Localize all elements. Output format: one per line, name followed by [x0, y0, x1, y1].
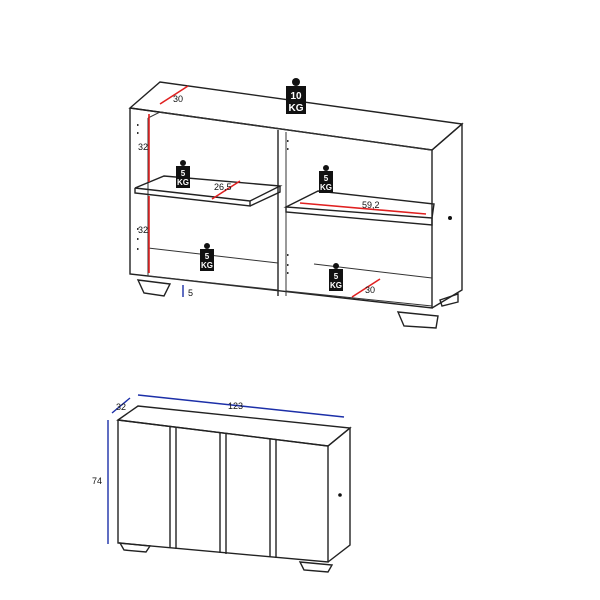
leg-front-right	[396, 311, 439, 329]
dim-depth-label: 32	[116, 402, 126, 412]
weight-right-lower-5kg: 5 KG	[329, 263, 343, 291]
dim-height-lower-label: 32	[138, 225, 148, 235]
left-bottom-line	[147, 275, 279, 291]
leg-back-right	[439, 293, 459, 307]
dim-shelf-width-label: 59,2	[362, 200, 380, 210]
door-cabinet-leg-right	[298, 561, 334, 573]
weight-top-value: 10	[290, 91, 302, 102]
weight-right-upper-5kg: 5 KG	[319, 165, 333, 193]
dim-leg-height-label: 5	[188, 288, 193, 298]
dim-height-label: 74	[92, 476, 102, 486]
leg-front-left	[136, 279, 172, 297]
dim-shelf-depth-label: 26,5	[214, 182, 232, 192]
left-shelf-side	[249, 186, 281, 207]
handle-hole-icon	[448, 216, 452, 220]
inner-top-edge	[147, 111, 433, 151]
left-shelf-front	[134, 188, 251, 207]
svg-text:KG: KG	[177, 178, 189, 187]
dim-height-upper-label: 32	[138, 142, 148, 152]
dim-width-line	[137, 394, 345, 418]
bottom-dimensions: 32 123 74	[92, 394, 345, 544]
svg-text:KG: KG	[201, 261, 213, 270]
dim-depth-top-line	[159, 85, 189, 105]
door-cabinet	[116, 405, 352, 573]
dim-depth-bottom-line	[351, 278, 381, 298]
right-shelf-front	[285, 207, 433, 226]
cabinet-side-panel	[431, 122, 463, 309]
dim-depth-bottom-label: 30	[365, 285, 375, 295]
open-shelf-unit	[128, 81, 464, 329]
weight-top-10kg: 10 KG	[286, 78, 306, 114]
dim-depth-top-label: 30	[173, 94, 183, 104]
weight-left-lower-5kg: 5 KG	[200, 243, 214, 271]
right-shelf-top	[283, 190, 435, 219]
svg-text:5: 5	[324, 174, 329, 183]
dim-width-label: 123	[228, 401, 243, 411]
left-shelf-top	[134, 175, 283, 202]
svg-text:KG: KG	[330, 281, 342, 290]
top-dimensions: 30 32 32 26,5 59,2 30 5	[138, 85, 427, 298]
weight-left-upper-5kg: 5 KG	[176, 160, 190, 188]
door-cabinet-front	[117, 419, 329, 563]
shelf-pin-holes	[137, 124, 289, 274]
door-cabinet-handle-hole-icon	[338, 493, 342, 497]
svg-text:5: 5	[181, 169, 186, 178]
dim-shelf-width-line	[299, 202, 427, 215]
weight-top-unit: KG	[289, 103, 304, 114]
svg-text:KG: KG	[320, 183, 332, 192]
door-cabinet-side	[327, 426, 351, 563]
door-cabinet-top	[116, 405, 352, 447]
cabinet-front-frame	[129, 107, 433, 309]
svg-text:5: 5	[205, 252, 210, 261]
right-bottom-line	[285, 290, 433, 307]
svg-text:5: 5	[334, 272, 339, 281]
dim-shelf-depth-line	[211, 180, 241, 200]
dim-depth-line	[111, 397, 131, 414]
door-cabinet-leg-left	[118, 542, 152, 553]
